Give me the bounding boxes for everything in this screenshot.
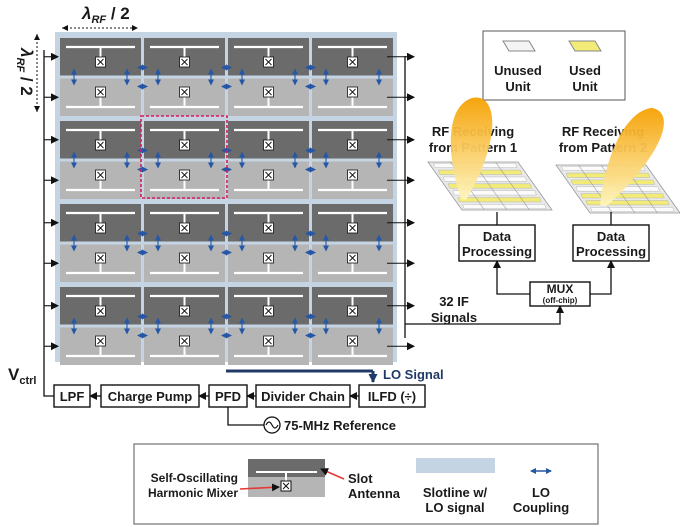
vctrl-label: Vctrl bbox=[8, 365, 36, 387]
legend-top bbox=[482, 30, 626, 101]
array-unit bbox=[228, 327, 309, 365]
lo-coupling-arrows bbox=[71, 64, 382, 339]
array-unit bbox=[60, 161, 141, 199]
array-unit bbox=[228, 204, 309, 242]
array-unit bbox=[312, 121, 393, 159]
slotline-swatch bbox=[416, 458, 495, 473]
pattern2-beam bbox=[600, 108, 664, 206]
side-dimension: λRF / 2 bbox=[14, 34, 40, 112]
side-dimension-label: λRF / 2 bbox=[14, 47, 36, 96]
array-unit bbox=[312, 287, 393, 325]
reference-label: 75-MHz Reference bbox=[284, 418, 396, 433]
array-unit bbox=[228, 121, 309, 159]
ilfd-label: ILFD (÷) bbox=[368, 389, 416, 404]
array-unit bbox=[60, 204, 141, 242]
pfd-label: PFD bbox=[215, 389, 241, 404]
data-processing-box-2 bbox=[572, 224, 650, 262]
array-unit bbox=[228, 38, 309, 76]
used-unit-icon bbox=[568, 40, 602, 52]
charge-pump-label: Charge Pump bbox=[108, 389, 193, 404]
mux-label: MUX bbox=[547, 282, 574, 296]
array-unit bbox=[60, 244, 141, 282]
array-unit bbox=[60, 327, 141, 365]
lo-signal-label: LO Signal bbox=[383, 367, 444, 382]
lo-signal-line bbox=[226, 369, 378, 383]
array-unit bbox=[312, 327, 393, 365]
array-unit bbox=[144, 327, 225, 365]
array-unit bbox=[60, 78, 141, 116]
array-unit bbox=[60, 38, 141, 76]
array-unit bbox=[312, 161, 393, 199]
array-unit bbox=[312, 78, 393, 116]
top-dimension-label: λRF / 2 bbox=[81, 4, 130, 26]
array-unit bbox=[144, 161, 225, 199]
array-unit bbox=[312, 244, 393, 282]
array-unit bbox=[144, 204, 225, 242]
array-unit bbox=[144, 287, 225, 325]
array-unit bbox=[60, 121, 141, 159]
top-dimension: λRF / 2 bbox=[62, 4, 138, 31]
if-output-bus bbox=[387, 52, 415, 351]
unused-unit-icon bbox=[502, 40, 536, 52]
lpf-label: LPF bbox=[60, 389, 85, 404]
mux-sub-label: (off-chip) bbox=[543, 296, 578, 305]
pll-chain: LPF Charge Pump PFD Divider Chain ILFD (… bbox=[43, 372, 426, 434]
processing-blocks bbox=[405, 212, 650, 325]
legend-bottom bbox=[133, 443, 599, 525]
highlighted-unit-outline bbox=[140, 115, 228, 199]
slotline-legend-label: Slotline w/LO signal bbox=[423, 485, 488, 515]
array-unit bbox=[144, 78, 225, 116]
array-unit bbox=[228, 161, 309, 199]
pattern1-beam bbox=[450, 97, 493, 200]
vctrl-bus bbox=[43, 50, 59, 372]
pattern1-array-board bbox=[427, 161, 553, 211]
array-unit bbox=[228, 78, 309, 116]
array-unit bbox=[144, 38, 225, 76]
array-unit bbox=[144, 121, 225, 159]
array-unit bbox=[312, 38, 393, 76]
array-unit bbox=[228, 244, 309, 282]
array-unit bbox=[312, 204, 393, 242]
array-unit bbox=[144, 244, 225, 282]
array-unit bbox=[60, 287, 141, 325]
divider-chain-label: Divider Chain bbox=[261, 389, 345, 404]
array-unit bbox=[228, 287, 309, 325]
